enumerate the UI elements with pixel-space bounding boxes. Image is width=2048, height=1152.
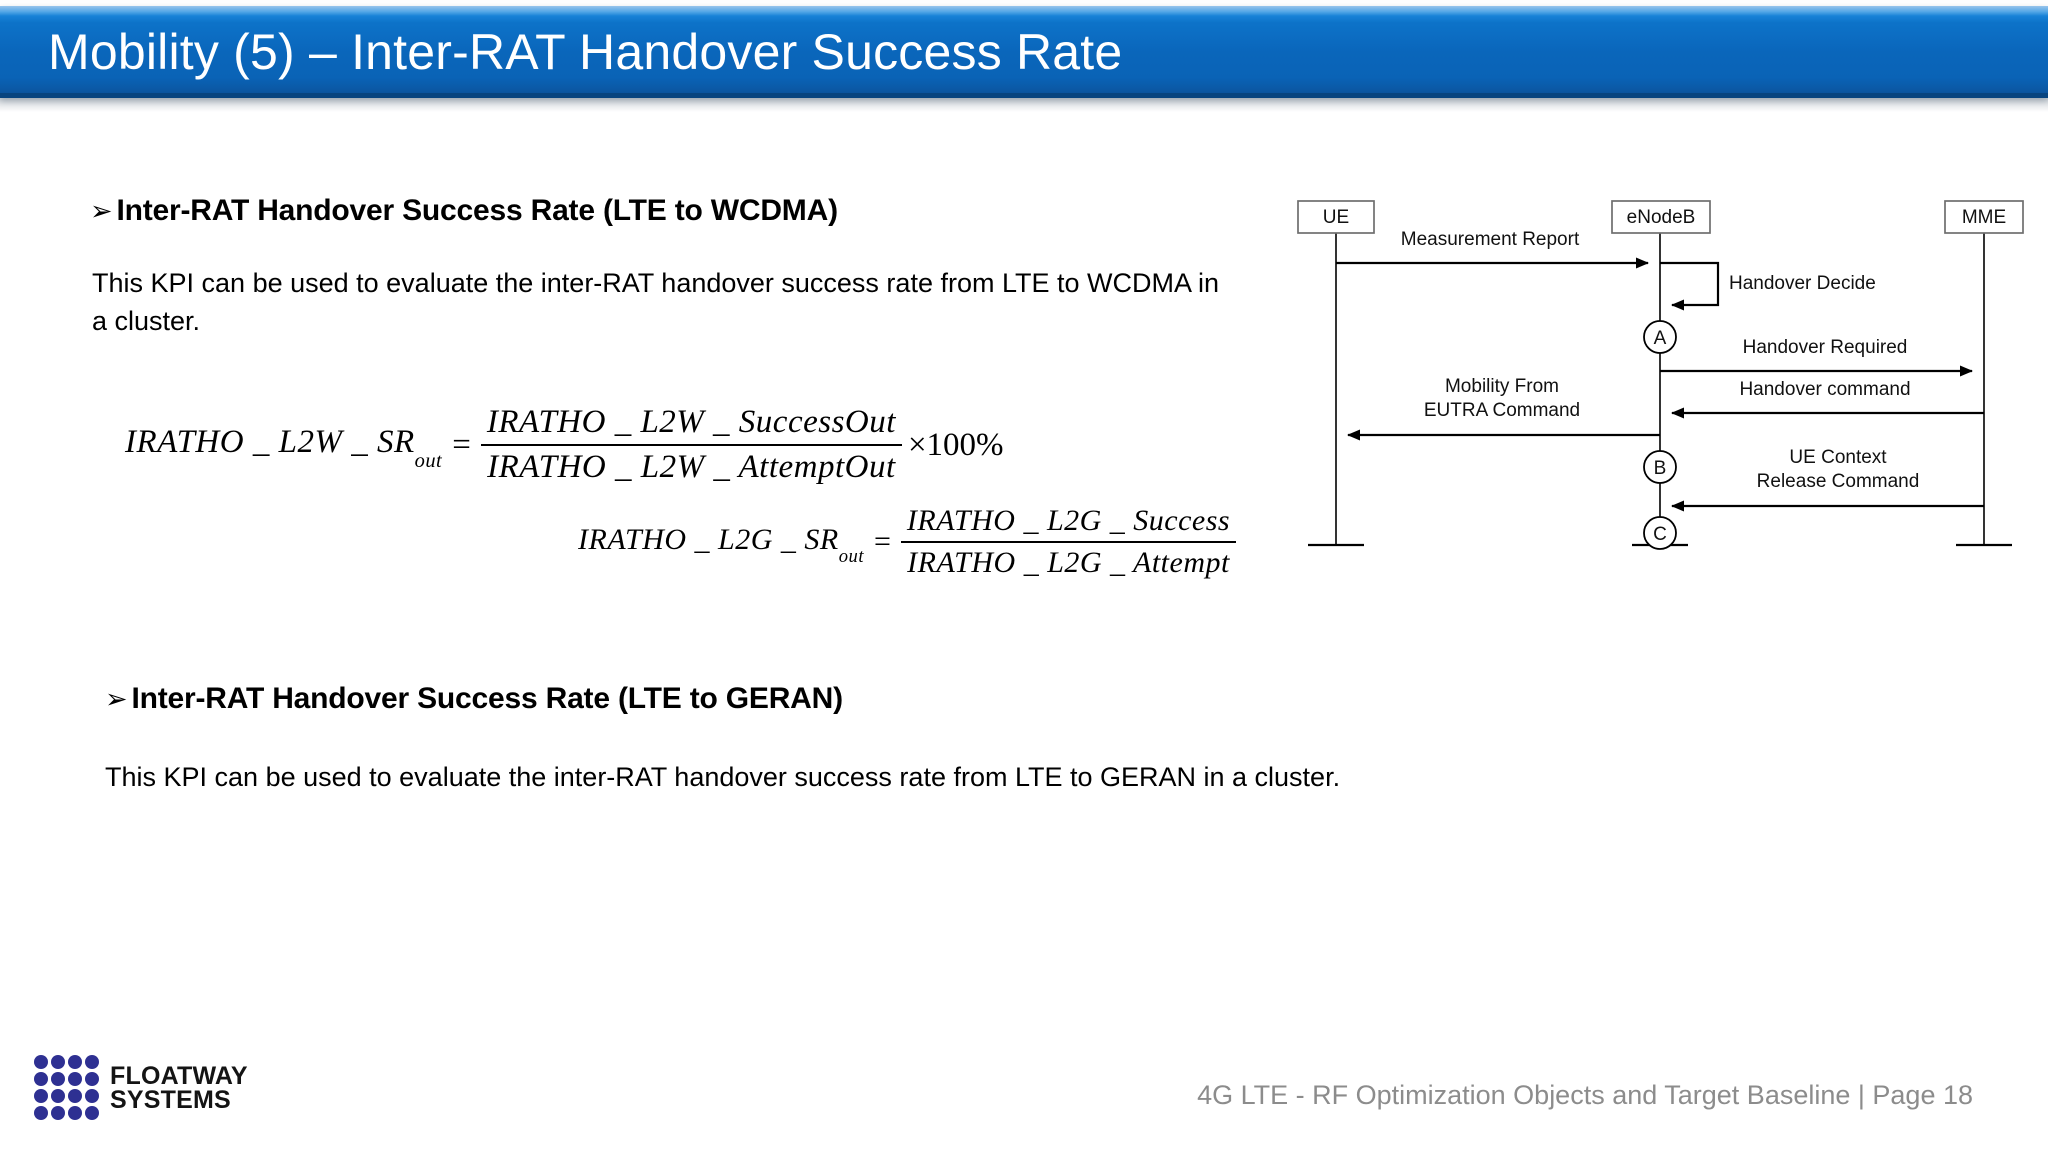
- logo-dot: [51, 1106, 65, 1120]
- marker-label-b: B: [1654, 458, 1667, 479]
- marker-circle-b: [1643, 450, 1677, 484]
- logo-dot: [34, 1089, 48, 1103]
- formula-1-fraction: IRATHO _ L2W _ SuccessOut IRATHO _ L2W _…: [480, 404, 902, 486]
- logo-dot: [85, 1072, 99, 1086]
- marker-label-a: A: [1654, 328, 1667, 349]
- logo-dot: [34, 1106, 48, 1120]
- actor-label-enodeb: eNodeB: [1627, 207, 1696, 228]
- bullet-arrow-icon: ➢: [90, 196, 113, 226]
- logo-dot: [34, 1072, 48, 1086]
- message-label-handover-required: Handover Required: [1743, 337, 1908, 358]
- logo-dot: [85, 1055, 99, 1069]
- message-label-handover-command: Handover command: [1739, 379, 1910, 400]
- message-label-mobility-from-eutra-line1: Mobility From: [1445, 376, 1559, 397]
- actor-label-mme: MME: [1962, 207, 2006, 228]
- logo-dot: [68, 1089, 82, 1103]
- logo-dot: [85, 1089, 99, 1103]
- logo-dot: [68, 1055, 82, 1069]
- heading-wcdma-label: Inter-RAT Handover Success Rate (LTE to …: [116, 194, 838, 227]
- formula-2-clip-region: IRATHO _ L2G _ SRout = IRATHO _ L2G _ Su…: [578, 504, 1290, 614]
- formula-1-lhs-main: IRATHO _ L2W _ SR: [125, 424, 415, 461]
- logo-wordmark-line2: SYSTEMS: [110, 1085, 231, 1114]
- heading-wcdma: ➢ Inter-RAT Handover Success Rate (LTE t…: [90, 194, 838, 228]
- logo-dot: [68, 1072, 82, 1086]
- floatway-systems-logo: FLOATWAY SYSTEMS: [34, 1055, 248, 1120]
- heading-geran: ➢ Inter-RAT Handover Success Rate (LTE t…: [105, 682, 843, 716]
- paragraph-wcdma: This KPI can be used to evaluate the int…: [92, 268, 1219, 337]
- formula-1-lhs-subscript: out: [414, 449, 443, 472]
- message-label-handover-decide: Handover Decide: [1729, 273, 1876, 294]
- formula-iratho-l2w-sr-out: IRATHO _ L2W _ SRout = IRATHO _ L2W _ Su…: [125, 404, 1004, 486]
- slide-content: ➢ Inter-RAT Handover Success Rate (LTE t…: [0, 112, 1340, 1012]
- logo-dot: [34, 1055, 48, 1069]
- logo-dot: [51, 1055, 65, 1069]
- formula-2-numerator: IRATHO _ L2G _ Success: [906, 504, 1231, 537]
- message-label-mobility-from-eutra-line2: EUTRA Command: [1424, 400, 1580, 421]
- logo-dot: [51, 1089, 65, 1103]
- formula-1-numerator: IRATHO _ L2W _ SuccessOut: [486, 404, 896, 440]
- actor-label-ue: UE: [1323, 207, 1349, 228]
- formula-2-equals: =: [873, 525, 891, 558]
- formula-2-fraction-bar: [900, 541, 1237, 543]
- formula-iratho-l2g-sr-out: IRATHO _ L2G _ SRout = IRATHO _ L2G _ Su…: [578, 504, 1237, 580]
- actor-box-enodeb: [1611, 200, 1711, 234]
- slide-header-bar: Mobility (5) – Inter-RAT Handover Succes…: [0, 6, 2048, 98]
- formula-1-multiplier: ×100%: [907, 426, 1004, 463]
- formula-1-denominator: IRATHO _ L2W _ AttemptOut: [487, 449, 896, 485]
- actor-box-mme: [1944, 200, 2024, 234]
- formula-2-lhs-subscript: out: [838, 545, 864, 567]
- message-arrow-handover-decide: [1660, 261, 1720, 311]
- actor-box-ue: [1297, 200, 1375, 234]
- paragraph-geran: This KPI can be used to evaluate the int…: [105, 762, 1341, 792]
- formula-1-fraction-bar: [480, 444, 902, 446]
- logo-dot: [51, 1072, 65, 1086]
- formula-2-lhs: IRATHO _ L2G _ SRout: [578, 522, 864, 567]
- marker-circle-a: [1643, 320, 1677, 354]
- page-title: Mobility (5) – Inter-RAT Handover Succes…: [48, 24, 1123, 80]
- formula-1-equals: =: [452, 426, 471, 463]
- formula-2-fraction: IRATHO _ L2G _ Success IRATHO _ L2G _ At…: [900, 504, 1237, 580]
- logo-wordmark-line1: FLOATWAY: [110, 1061, 248, 1090]
- logo-wordmark: FLOATWAY SYSTEMS: [110, 1061, 248, 1114]
- header-drop-shadow: [0, 98, 2048, 112]
- heading-geran-label: Inter-RAT Handover Success Rate (LTE to …: [131, 682, 843, 715]
- formula-1-lhs: IRATHO _ L2W _ SRout: [125, 424, 442, 472]
- logo-dot: [68, 1106, 82, 1120]
- logo-dot: [85, 1106, 99, 1120]
- message-label-measurement-report: Measurement Report: [1401, 229, 1580, 250]
- footer-note: 4G LTE - RF Optimization Objects and Tar…: [1197, 1080, 1973, 1110]
- message-label-ue-context-release-line2: Release Command: [1757, 471, 1920, 492]
- logo-dot-grid-icon: [34, 1055, 99, 1120]
- formula-2-lhs-main: IRATHO _ L2G _ SR: [578, 522, 839, 556]
- bullet-arrow-icon: ➢: [105, 684, 128, 714]
- formula-2-denominator: IRATHO _ L2G _ Attempt: [907, 546, 1230, 579]
- message-label-ue-context-release-line1: UE Context: [1789, 447, 1887, 468]
- sequence-diagram: UE eNodeB MME Measurement Report Handove…: [1280, 195, 2040, 675]
